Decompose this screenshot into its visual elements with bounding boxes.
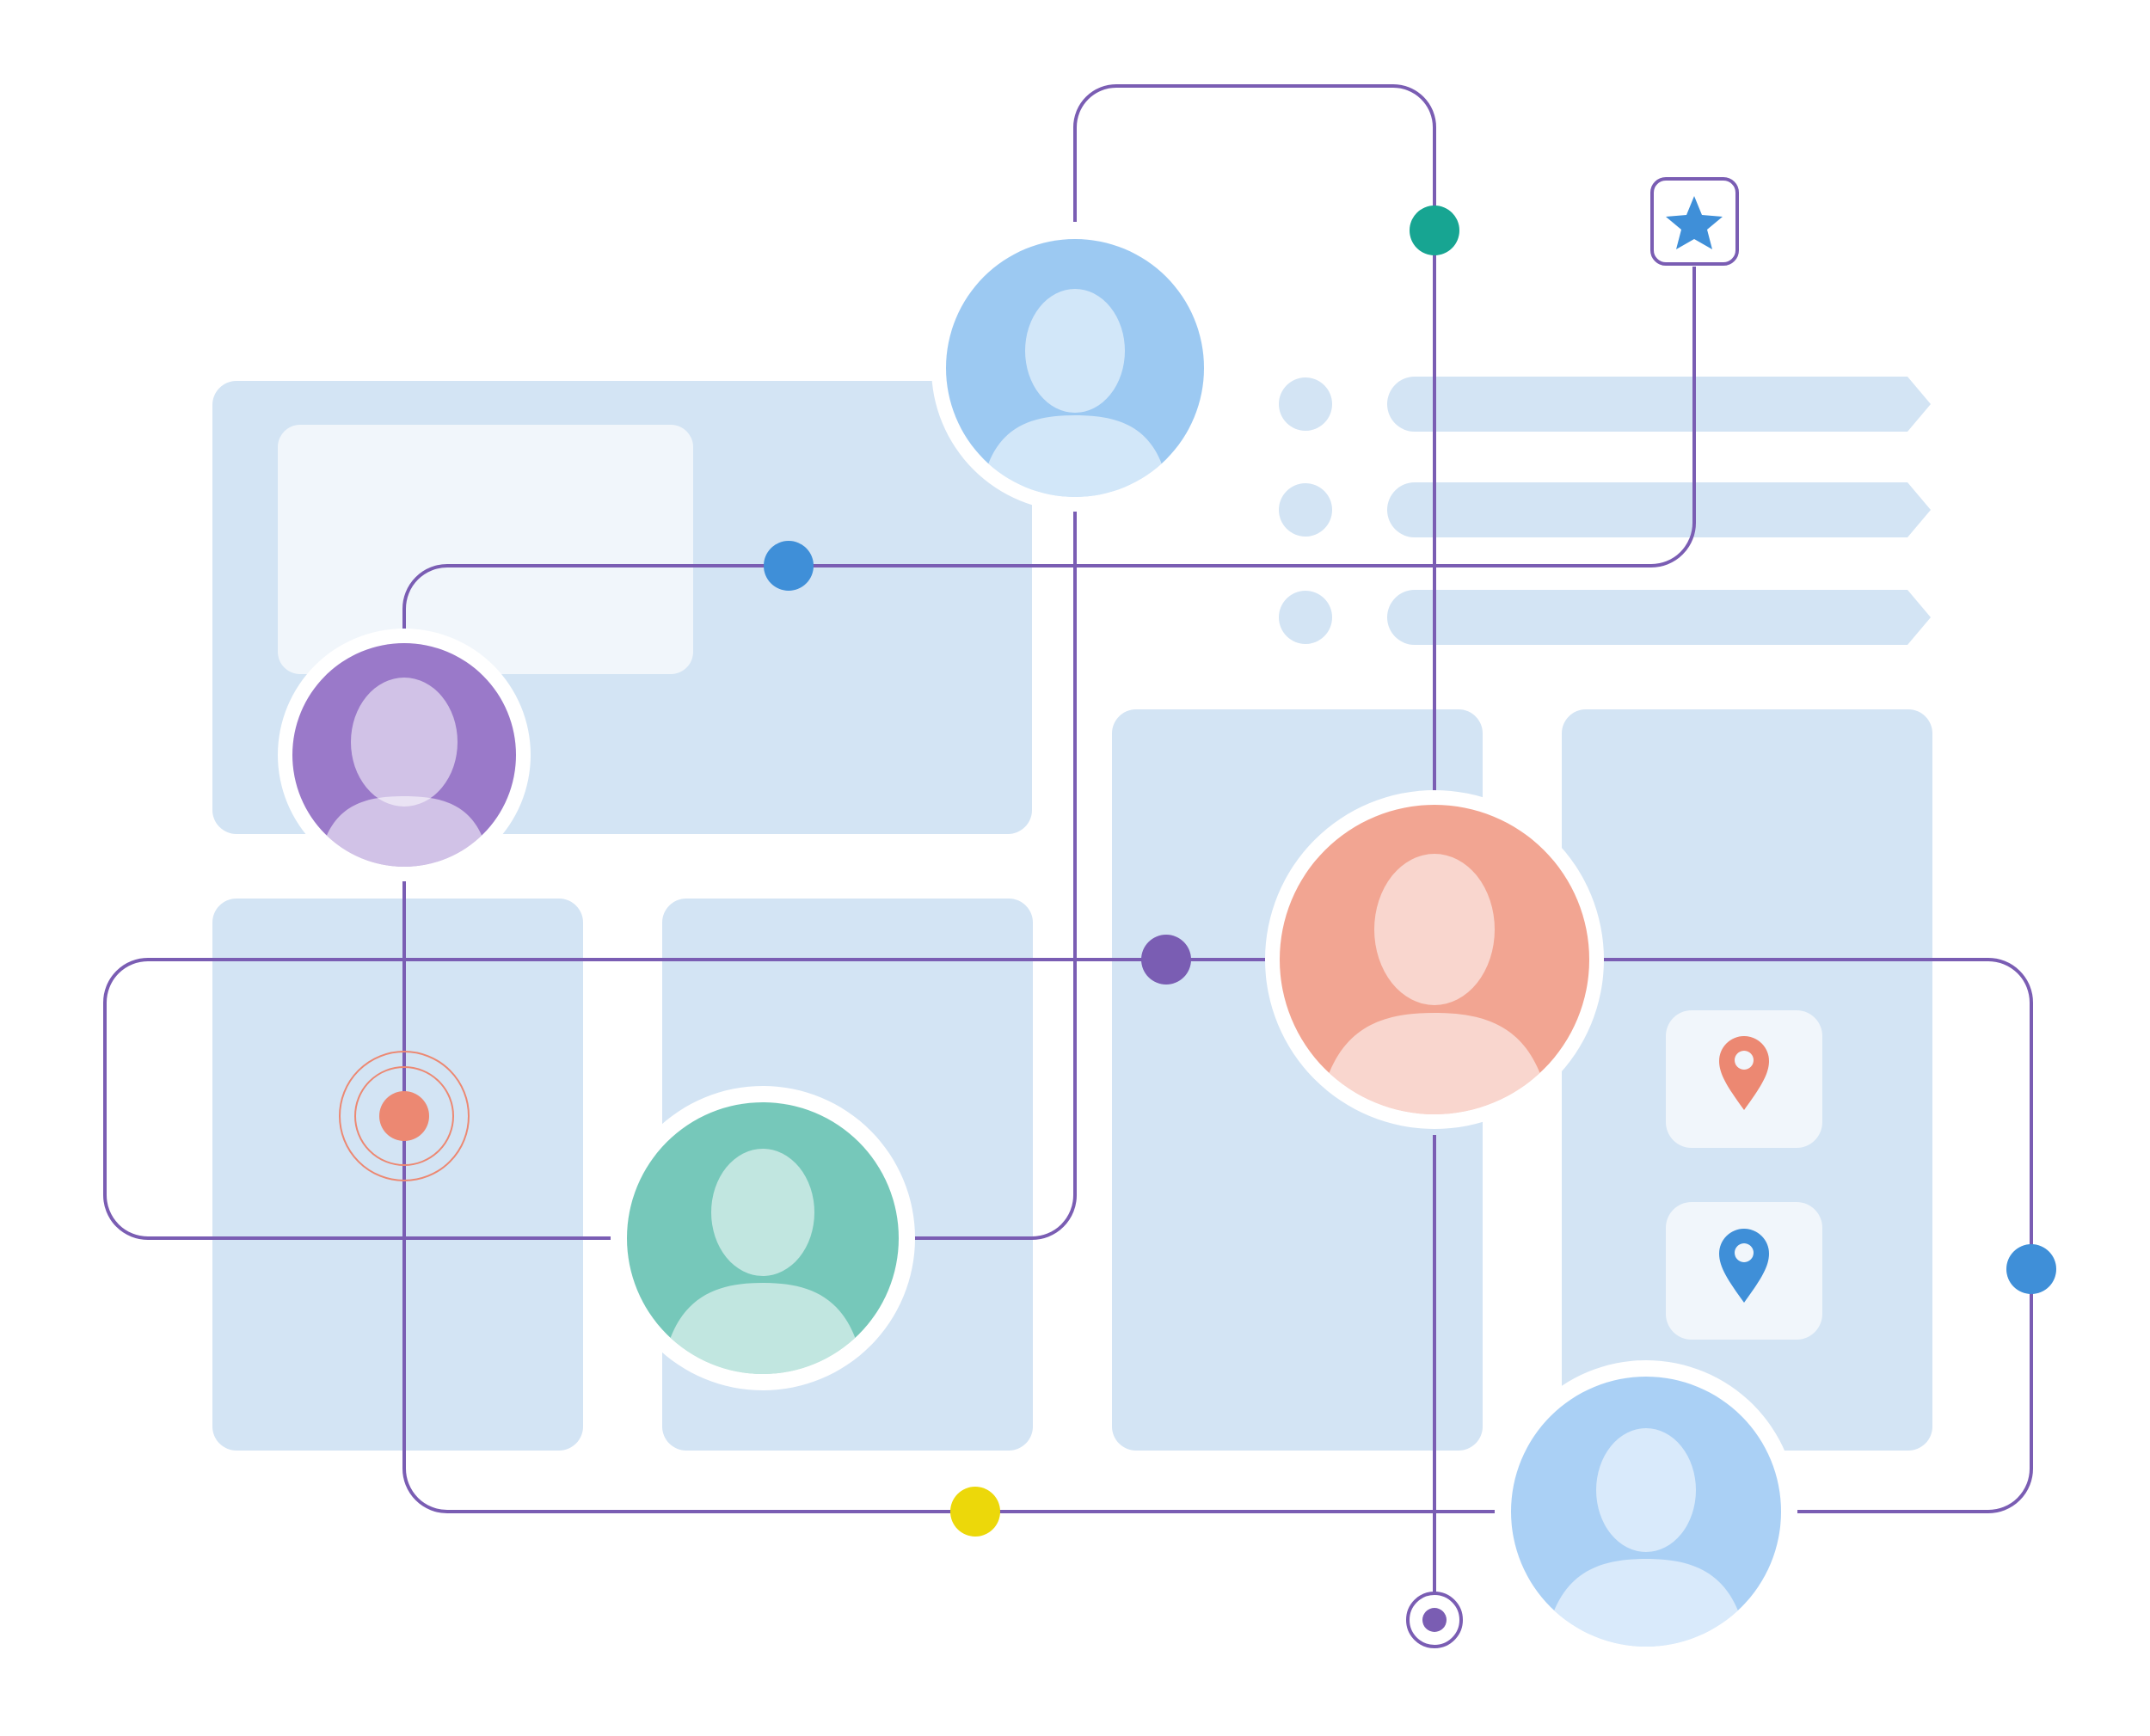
avatar[interactable]	[1495, 1360, 1797, 1663]
node-purple[interactable]	[1141, 935, 1191, 985]
star-icon	[1666, 196, 1723, 249]
list-placeholder	[1279, 377, 1931, 645]
background-cards	[212, 377, 1932, 1451]
list-line	[1387, 377, 1931, 432]
nodes	[339, 177, 2056, 1648]
connector-left-vertical	[402, 881, 1495, 1513]
list-bullet	[1279, 483, 1332, 537]
list-line	[1387, 482, 1931, 537]
pulse-ring-inner	[354, 1066, 454, 1166]
person-silhouette	[1545, 1428, 1748, 1647]
list-line	[1387, 590, 1931, 645]
target-center	[1422, 1608, 1447, 1632]
node-blue-right[interactable]	[2006, 1244, 2056, 1294]
connector-center-branch	[914, 490, 1077, 1240]
list-bullet	[1279, 377, 1332, 431]
person-silhouette	[318, 678, 490, 867]
pulse-icon[interactable]	[339, 1051, 470, 1181]
target-icon[interactable]	[1406, 1592, 1463, 1648]
connector-bottom-right	[1600, 958, 2033, 1513]
connector-top-loop	[1073, 84, 1436, 808]
person-silhouette	[661, 1149, 864, 1374]
connector-lines	[103, 84, 2033, 1592]
avatar[interactable]	[611, 1086, 915, 1390]
avatar[interactable]	[931, 224, 1219, 512]
map-pin-icon	[1719, 1036, 1769, 1110]
person-silhouette	[980, 289, 1170, 497]
avatars	[278, 224, 1797, 1663]
card-top-left-inner	[278, 425, 693, 674]
card-column-1	[212, 899, 583, 1451]
pulse-core	[379, 1091, 429, 1141]
map-pin-icon	[1719, 1229, 1769, 1303]
star-icon-box[interactable]	[1650, 177, 1739, 266]
avatar[interactable]	[278, 629, 531, 881]
node-blue-upper[interactable]	[764, 541, 814, 591]
node-yellow[interactable]	[950, 1487, 1000, 1537]
pulse-ring-outer	[339, 1051, 470, 1181]
node-teal[interactable]	[1410, 205, 1459, 255]
connector-star-branch	[402, 267, 1696, 632]
list-bullet	[1279, 591, 1332, 644]
person-silhouette	[1318, 854, 1551, 1114]
avatar[interactable]	[1265, 790, 1604, 1129]
connector-middle-loop	[103, 958, 1266, 1240]
